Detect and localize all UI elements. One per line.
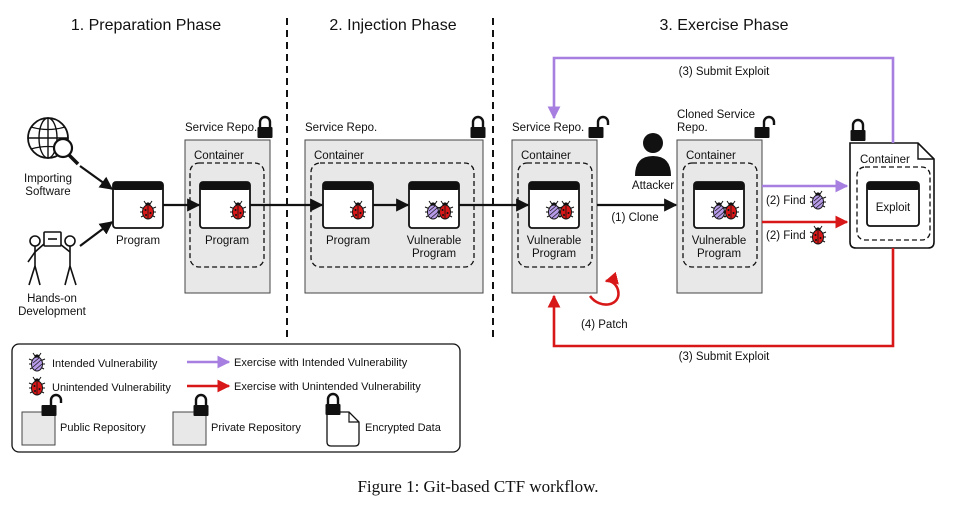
container-2 [310,162,475,268]
public-lock-icon-2 [753,115,776,140]
container-1-label: Container [194,150,244,162]
program-window-repo2 [322,181,374,229]
program-window [112,181,164,229]
magnifier-icon [52,137,80,166]
find-intended-label: (2) Find [766,195,806,207]
container-2-label: Container [314,150,364,162]
patch-label: (4) Patch [581,319,628,331]
service-repo-1-label: Service Repo. [185,122,257,134]
intended-bug-icon [809,190,827,210]
vulnerable-program-label-cloned-l2: Program [697,248,741,260]
submit-unintended-label: (3) Submit Exploit [679,351,771,363]
legend-exercise-intended: Exercise with Intended Vulnerability [234,357,408,369]
vulnerable-program-label-repo2-l2: Program [412,248,456,260]
cloned-repo-label-l1: Cloned Service [677,109,755,121]
vulnerable-program-label-repo2-l1: Vulnerable [407,235,462,247]
container-5 [856,166,931,241]
container-3-label: Container [521,150,571,162]
legend-private-repo: Private Repository [211,422,301,434]
container-3 [517,162,593,268]
find-unintended-label: (2) Find [766,230,806,242]
developers-icon [27,231,77,286]
vulnerable-program-label-repo3-l1: Vulnerable [527,235,582,247]
cloned-repo-label-l2: Repo. [677,122,708,134]
legend-exercise-unintended: Exercise with Unintended Vulnerability [234,381,421,393]
submit-intended-label: (3) Submit Exploit [679,66,771,78]
vulnerable-program-label-cloned-l1: Vulnerable [692,235,747,247]
vulnerable-program-label-repo3-l2: Program [532,248,576,260]
program-window-repo1 [199,181,251,229]
legend-private-repo-icon [172,411,207,446]
legend-unintended: Unintended Vulnerability [52,382,171,394]
vulnerable-program-window-repo3 [528,181,580,229]
private-lock-icon [256,115,274,140]
legend-intended: Intended Vulnerability [52,358,158,370]
exploit-window [866,181,920,227]
hands-on-label-line1: Hands-on [27,293,77,305]
program-label-repo1: Program [205,235,249,247]
arrow-submit-intended [547,56,895,143]
container-4-label: Container [686,150,736,162]
private-lock-icon-2 [469,115,487,140]
legend-encrypted: Encrypted Data [365,422,442,434]
encrypted-lock-icon [849,118,867,143]
attacker-label: Attacker [632,180,674,192]
container-4 [682,162,758,268]
arrow-dev-to-program [79,221,114,247]
attacker-icon [635,133,671,176]
unintended-bug-icon [809,225,827,245]
phase-3-title: 3. Exercise Phase [660,17,789,34]
container-1 [189,162,265,268]
importing-software-label-line2: Software [25,186,70,198]
exploit-label: Exploit [876,202,911,214]
importing-software-label-line1: Importing [24,173,72,185]
vulnerable-program-window-cloned [693,181,745,229]
legend-public-repo-icon [21,411,56,446]
service-repo-2-label: Service Repo. [305,122,377,134]
vulnerable-program-window-repo2 [408,181,460,229]
program-label: Program [116,235,160,247]
public-lock-icon [587,115,610,140]
arrow-patch [588,271,620,306]
arrow-submit-unintended [547,248,895,348]
arrow-import-to-program [79,165,114,190]
phase-1-title: 1. Preparation Phase [71,17,221,34]
phase-2-title: 2. Injection Phase [329,17,456,34]
service-repo-3-label: Service Repo. [512,122,584,134]
hands-on-label-line2: Development [18,306,87,318]
program-label-repo2: Program [326,235,370,247]
legend-public-repo: Public Repository [60,422,146,434]
figure-caption: Figure 1: Git-based CTF workflow. [357,477,598,496]
clone-label: (1) Clone [611,212,658,224]
container-5-label: Container [860,154,910,166]
legend-encrypted-icon [326,411,360,447]
